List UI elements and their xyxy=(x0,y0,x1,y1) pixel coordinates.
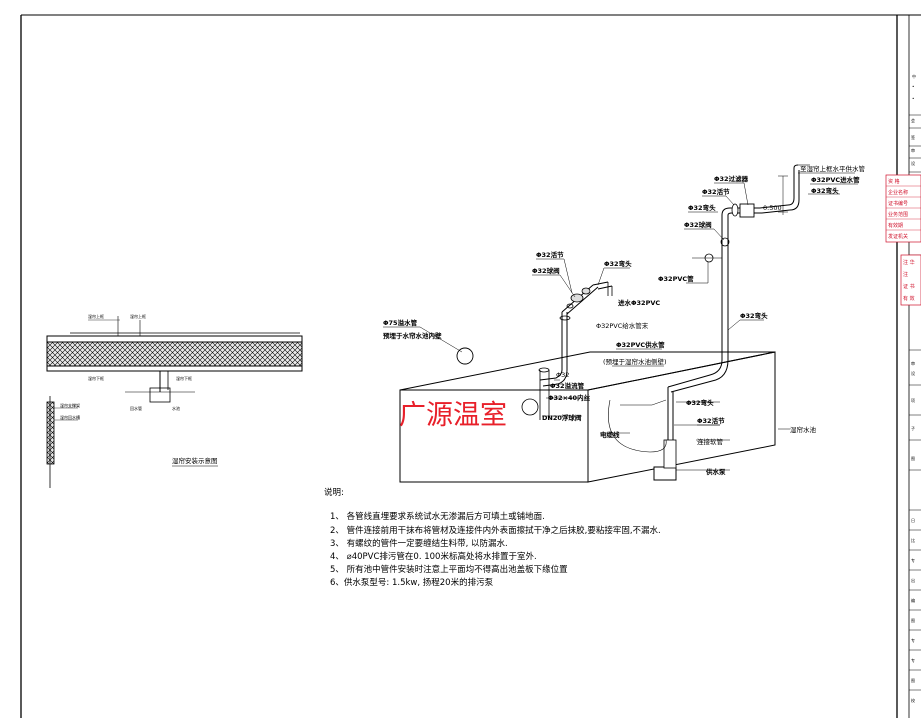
tb-row-18: 专 xyxy=(911,637,915,643)
label-cable: 电缆线 xyxy=(600,430,620,439)
label-elbow-top: Φ32弯头 xyxy=(811,186,839,195)
curtain-frame-bottom xyxy=(46,365,303,372)
label-drain-75-note: 预埋于水帘水池内壁 xyxy=(383,331,442,340)
label-union-c: Φ32活节 xyxy=(697,416,725,425)
label-pvc-supply: Φ32PVC供水管 xyxy=(616,340,665,349)
note-3: 3、 有螺纹的管件一定要缠结生料带, 以防漏水. xyxy=(330,538,508,549)
stamp-line-0: 资 格 xyxy=(888,178,900,185)
label-reducer: Φ32×40内丝 xyxy=(548,393,591,402)
note-1: 1、 各管线直埋要求系统试水无渗漏后方可填土或铺地面. xyxy=(330,511,545,522)
note-4: 4、 ⌀40PVC排污管在0. 100米标高处将水排置于室外. xyxy=(330,551,537,562)
label-pvc-supply-note: (预埋于湿帘水池侧壁) xyxy=(603,357,667,366)
label-pool: 湿帘水池 xyxy=(790,425,817,434)
piping xyxy=(456,164,810,481)
dim-height: 0.500 xyxy=(763,204,782,212)
title-block: 中 • • 会 签 审 设 审 设 项 子 图 日 比 专 出 编 图 专 专 … xyxy=(885,73,921,703)
sheet-border xyxy=(20,14,921,718)
tb-row-19: 专 xyxy=(911,657,915,663)
label-pvc-inlet-top: Φ32PVC进水管 xyxy=(811,175,860,184)
note-6: 6、供水泵型号: 1.5kw, 扬程20米的排污泵 xyxy=(330,577,494,588)
label-ball-valve-a: Φ32球阀 xyxy=(684,220,712,229)
tb-row-11: 图 xyxy=(911,455,915,461)
label-inlet-pvc: 进水Φ32PVC xyxy=(618,298,660,307)
tb-row-8: 设 xyxy=(911,370,915,376)
stamp-line-1: 企业名称 xyxy=(888,189,908,196)
label-union-a: Φ32活节 xyxy=(702,187,730,196)
curtain-pad xyxy=(46,341,303,367)
label-overflow-pipe: Φ32溢流管 xyxy=(550,381,585,390)
watermark-text: 广源温室 xyxy=(399,400,507,431)
tb-row-5: 审 xyxy=(911,147,915,153)
installation-caption: 湿帘安装示意图 xyxy=(172,456,218,465)
tb-row-14: 专 xyxy=(911,557,915,563)
label-elbow-d: Φ32弯头 xyxy=(740,311,768,320)
tb-row-20: 图 xyxy=(911,677,915,683)
label-pvc-pipe: Φ32PVC管 xyxy=(658,274,694,283)
stamp-line-3: 业务范围 xyxy=(888,211,908,218)
pipe-labels: 至湿帘上框水平供水管 Φ32PVC进水管 Φ32弯头 Φ32过滤器 Φ32活节 … xyxy=(383,164,866,476)
notes-title: 说明: xyxy=(324,487,344,498)
curtain-frame-top xyxy=(46,335,303,343)
tb-row-6: 设 xyxy=(911,160,915,166)
label-elbow-a: Φ32弯头 xyxy=(688,203,716,212)
note-5: 5、 所有池中管件安装时注意上平面均不得高出池盖板下缘位置 xyxy=(330,564,568,575)
stamp2-line-0: 注 华 xyxy=(903,259,915,266)
tb-row-7: 审 xyxy=(911,360,915,366)
tb-row-21: 校 xyxy=(911,697,915,703)
label-float-valve: DN20浮球阀 xyxy=(542,413,582,422)
tb-row-3: 会 xyxy=(911,117,915,123)
label-side: 湿帘支撑架 xyxy=(60,402,80,408)
leader-lines xyxy=(383,172,858,471)
tb-row-16: 编 xyxy=(911,597,915,603)
tb-row-17: 图 xyxy=(911,617,915,623)
stamp2-line-2: 证 书 xyxy=(903,283,915,290)
label-ball-valve-b: Φ32球阀 xyxy=(532,266,560,275)
label-to-top-frame: 至湿帘上框水平供水管 xyxy=(800,164,866,173)
curtain-installation-view: 湿帘上框 湿帘上框 湿帘下框 湿帘下框 回水管 水池 湿帘支撑架 湿帘回水槽 湿… xyxy=(46,313,303,488)
label-pipe: 回水管 xyxy=(130,405,142,411)
label-filter: Φ32过滤器 xyxy=(714,174,749,183)
note-2: 2、 管件连接前用干抹布将管材及连接件内外表面擦拭干净之后抹胶,要粘接牢固,不漏… xyxy=(330,525,661,536)
stamp-line-4: 有效期 xyxy=(888,222,903,229)
label-side2: 湿帘回水槽 xyxy=(60,414,80,420)
stamp-line-5: 发证机关 xyxy=(888,233,908,240)
tb-row-15: 出 xyxy=(911,577,915,583)
dimension-mark: 0.500 xyxy=(763,175,788,215)
tb-row-2: • xyxy=(912,96,914,101)
tb-row-1: • xyxy=(912,84,914,89)
registration-stamp: 注 华 注 证 书 有 效 xyxy=(900,254,921,306)
label-bottom-right: 湿帘下框 xyxy=(176,375,192,381)
curtain-side-section xyxy=(46,401,55,465)
label-hose: 连接软管 xyxy=(697,437,724,446)
label-pvc-feed-end: Φ32PVC给水管末 xyxy=(596,321,649,330)
label-elbow-e: Φ32弯头 xyxy=(686,398,714,407)
label-union-b: Φ32活节 xyxy=(536,250,564,259)
label-top-left: 湿帘上框 xyxy=(88,313,104,319)
tb-row-4: 签 xyxy=(911,134,915,140)
label-pool: 水池 xyxy=(172,405,180,411)
stamp2-line-3: 有 效 xyxy=(903,295,915,302)
stamp2-line-1: 注 xyxy=(903,271,908,278)
float-valve xyxy=(521,398,539,416)
label-bottom-left: 湿帘下框 xyxy=(88,375,104,381)
notes-block: 说明: 1、 各管线直埋要求系统试水无渗漏后方可填土或铺地面. 2、 管件连接前… xyxy=(324,487,661,588)
label-drain-75: Φ75溢水管 xyxy=(383,318,418,327)
qualification-stamp: 资 格 企业名称 证书编号 业务范围 有效期 发证机关 xyxy=(885,174,921,243)
tb-row-10: 子 xyxy=(911,425,915,431)
tb-row-12: 日 xyxy=(911,518,915,523)
label-elbow-c: Φ32弯头 xyxy=(604,259,632,268)
pool-box xyxy=(399,351,776,483)
pump-body xyxy=(653,466,677,481)
label-elbow-small: Φ32 xyxy=(556,371,569,379)
tb-row-13: 比 xyxy=(911,537,915,543)
tb-row-0: 中 xyxy=(912,73,916,79)
pool-box-small xyxy=(149,387,171,403)
tb-row-9: 项 xyxy=(911,397,915,403)
label-top-right: 湿帘上框 xyxy=(130,313,146,319)
label-pump: 供水泵 xyxy=(705,467,726,476)
stamp-line-2: 证书编号 xyxy=(888,200,908,207)
